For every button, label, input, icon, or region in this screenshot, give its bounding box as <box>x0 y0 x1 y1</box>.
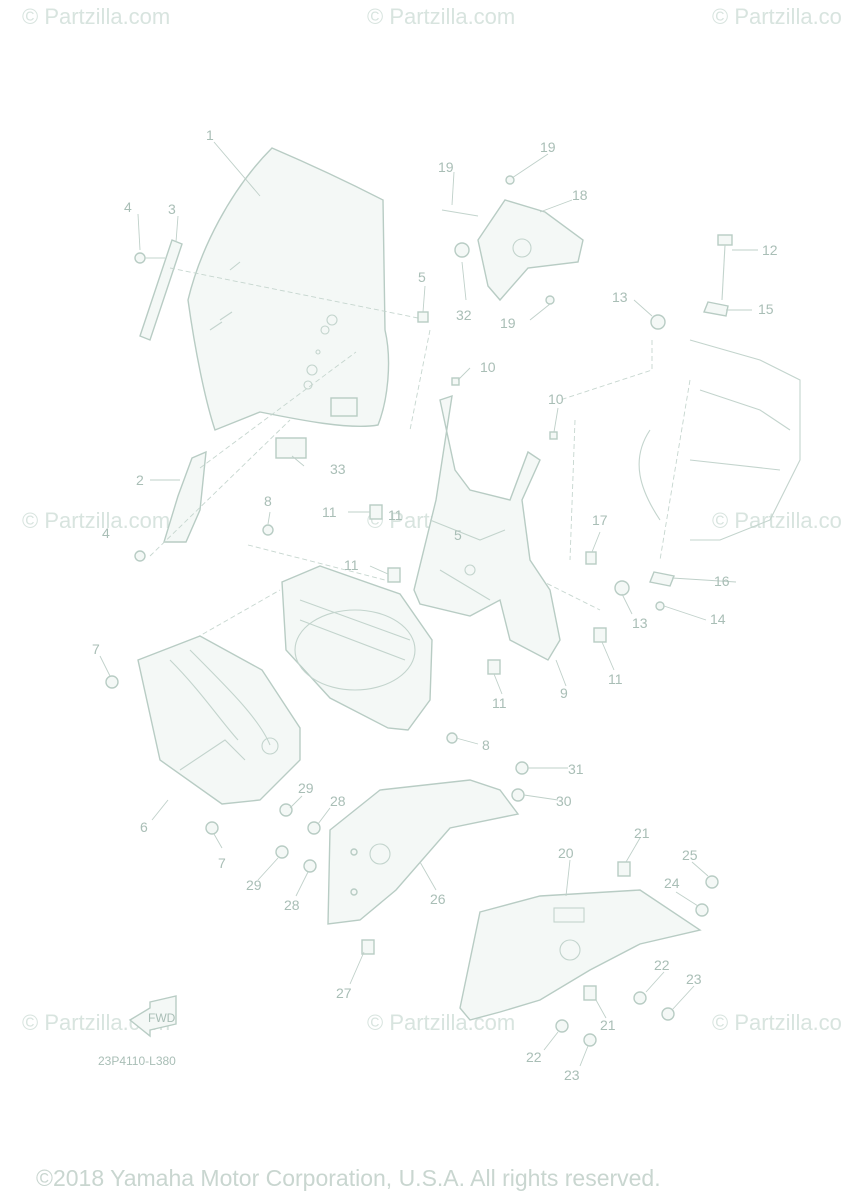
callout-28: 28 <box>284 897 300 913</box>
callout-5: 5 <box>454 527 462 543</box>
callout-19: 19 <box>540 139 556 155</box>
callout-9: 9 <box>560 685 568 701</box>
callout-11: 11 <box>344 557 359 573</box>
pad-33-part[interactable] <box>275 437 307 459</box>
watermark: © Partzilla.com <box>712 1010 843 1035</box>
callout-33: 33 <box>330 461 346 477</box>
watermark: © Partzilla.com <box>367 4 515 29</box>
callout-10: 10 <box>480 359 496 375</box>
headlight-part[interactable] <box>281 565 433 731</box>
windshield-part[interactable] <box>187 147 390 431</box>
callout-28: 28 <box>330 793 346 809</box>
front-cowl-6-part[interactable] <box>137 635 301 805</box>
callout-27: 27 <box>336 985 352 1001</box>
frame-part[interactable] <box>638 339 801 541</box>
callout-20: 20 <box>558 845 574 861</box>
bracket-3-part[interactable] <box>139 239 183 341</box>
callout-19: 19 <box>438 159 454 175</box>
callout-12: 12 <box>762 242 778 258</box>
callout-13: 13 <box>612 289 628 305</box>
callout-30: 30 <box>556 793 572 809</box>
callout-8: 8 <box>482 737 490 753</box>
watermark: © Partzilla.com <box>22 4 170 29</box>
callout-8: 8 <box>264 493 272 509</box>
callout-19: 19 <box>500 315 516 331</box>
callout-1: 1 <box>206 127 214 143</box>
callout-11: 11 <box>322 504 337 520</box>
callout-4: 4 <box>102 525 110 541</box>
callout-11: 11 <box>492 695 507 711</box>
callout-17: 17 <box>592 512 608 528</box>
callout-4: 4 <box>124 199 132 215</box>
callout-21: 21 <box>634 825 650 841</box>
callout-7: 7 <box>218 855 226 871</box>
callout-3: 3 <box>168 201 176 217</box>
meter-cover-18-part[interactable] <box>441 175 584 305</box>
bracket-2-part[interactable] <box>134 450 207 562</box>
fwd-arrow-icon: FWD <box>128 995 177 1038</box>
callout-5: 5 <box>418 269 426 285</box>
watermark: © Partzilla.com <box>22 508 170 533</box>
callout-25: 25 <box>682 847 698 863</box>
watermark: © Partzilla.com <box>712 4 843 29</box>
callout-18: 18 <box>572 187 588 203</box>
fwd-label: FWD <box>148 1011 176 1025</box>
diagram-code: 23P4110-L380 <box>98 1054 176 1068</box>
callout-22: 22 <box>526 1049 542 1065</box>
callout-22: 22 <box>654 957 670 973</box>
callout-23: 23 <box>686 971 702 987</box>
stay-9-part[interactable] <box>413 394 561 661</box>
callout-10: 10 <box>548 391 564 407</box>
callout-2: 2 <box>136 472 144 488</box>
callout-15: 15 <box>758 301 774 317</box>
watermark: © Partzilla.com <box>712 508 843 533</box>
small-parts[interactable] <box>105 311 719 1047</box>
callout-11: 11 <box>608 671 623 687</box>
leader-lines <box>99 141 758 1067</box>
callout-11: 11 <box>388 507 403 523</box>
callout-7: 7 <box>92 641 100 657</box>
callout-23: 23 <box>564 1067 580 1083</box>
fastener-stack[interactable] <box>614 234 733 611</box>
callout-29: 29 <box>298 780 314 796</box>
panel-26-part[interactable] <box>327 779 520 925</box>
callout-29: 29 <box>246 877 262 893</box>
callout-24: 24 <box>664 875 680 891</box>
callout-6: 6 <box>140 819 148 835</box>
callout-32: 32 <box>456 307 472 323</box>
callout-numbers: 1 2 3 4 4 5 5 6 7 7 8 8 9 10 10 11 11 11… <box>92 127 778 1083</box>
side-cover-20-part[interactable] <box>459 889 702 1021</box>
callout-13: 13 <box>632 615 648 631</box>
callout-14: 14 <box>710 611 726 627</box>
callout-31: 31 <box>568 761 584 777</box>
callout-21: 21 <box>600 1017 616 1033</box>
callout-16: 16 <box>714 573 730 589</box>
callout-26: 26 <box>430 891 446 907</box>
copyright-notice: ©2018 Yamaha Motor Corporation, U.S.A. A… <box>36 1165 661 1191</box>
bolt-4-upper[interactable] <box>134 252 165 264</box>
